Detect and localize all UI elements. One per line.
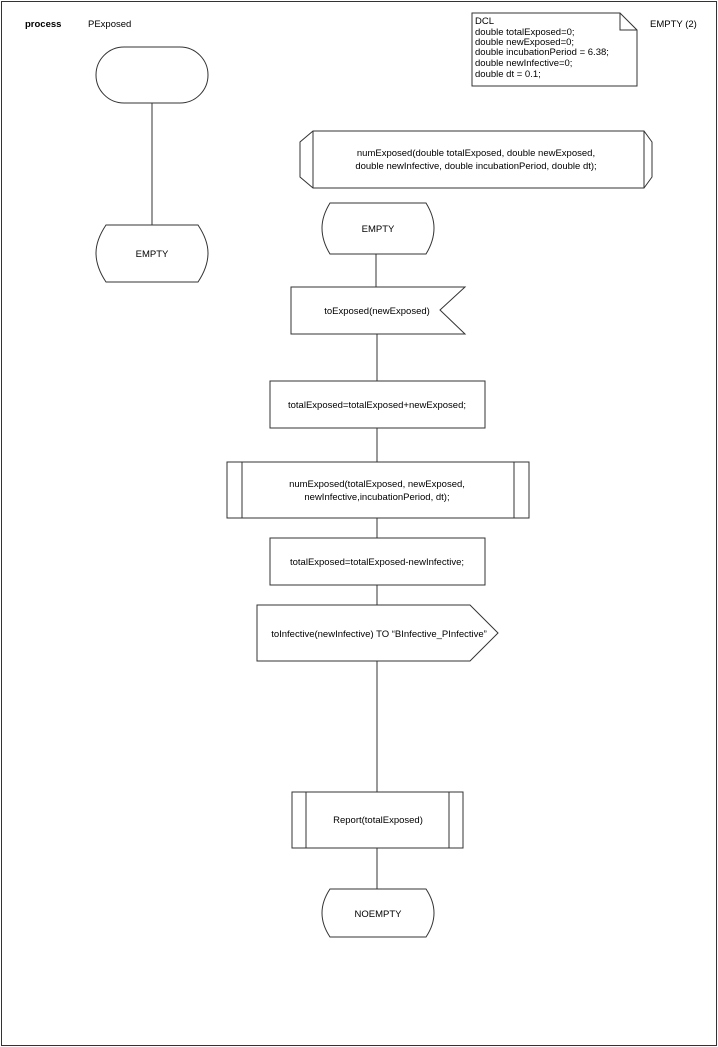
svg-text:double dt = 0.1;: double dt = 0.1;: [475, 69, 541, 80]
start-symbol[interactable]: [95, 46, 209, 104]
next-state-symbol[interactable]: NOEMPTY: [321, 888, 435, 938]
flow-lines: [375, 254, 378, 889]
process-keyword: process: [25, 19, 61, 30]
svg-text:double newExposed=0;: double newExposed=0;: [475, 37, 574, 48]
input-signal-symbol[interactable]: toExposed(newExposed): [290, 286, 467, 335]
svg-text:newInfective,incubationPeriod,: newInfective,incubationPeriod, dt);: [304, 492, 449, 503]
procedure-declaration[interactable]: numExposed(double totalExposed, double n…: [299, 130, 653, 189]
svg-text:totalExposed=totalExposed+newE: totalExposed=totalExposed+newExposed;: [288, 400, 466, 411]
svg-text:double newInfective, double in: double newInfective, double incubationPe…: [355, 161, 596, 172]
start-state-symbol[interactable]: EMPTY: [95, 224, 209, 283]
svg-text:double incubationPeriod = 6.38: double incubationPeriod = 6.38;: [475, 47, 609, 58]
svg-text:EMPTY: EMPTY: [136, 249, 169, 260]
svg-text:numExposed(double totalExposed: numExposed(double totalExposed, double n…: [357, 148, 595, 159]
svg-text:totalExposed=totalExposed-newI: totalExposed=totalExposed-newInfective;: [290, 557, 464, 568]
svg-text:EMPTY: EMPTY: [362, 224, 395, 235]
svg-text:DCL: DCL: [475, 16, 494, 27]
output-signal-symbol[interactable]: toInfective(newInfective) TO “BInfective…: [256, 604, 499, 662]
process-name: PExposed: [88, 19, 131, 30]
page-label: EMPTY (2): [650, 19, 697, 30]
svg-text:NOEMPTY: NOEMPTY: [355, 909, 403, 920]
task-symbol-add[interactable]: totalExposed=totalExposed+newExposed;: [269, 380, 486, 429]
svg-text:double newInfective=0;: double newInfective=0;: [475, 58, 572, 69]
state-empty-symbol[interactable]: EMPTY: [321, 202, 435, 255]
svg-text:toInfective(newInfective) TO “: toInfective(newInfective) TO “BInfective…: [271, 629, 487, 640]
task-symbol-subtract[interactable]: totalExposed=totalExposed-newInfective;: [269, 537, 486, 586]
svg-text:double totalExposed=0;: double totalExposed=0;: [475, 27, 575, 38]
svg-text:toExposed(newExposed): toExposed(newExposed): [324, 306, 430, 317]
dcl-text-symbol[interactable]: DCL double totalExposed=0; double newExp…: [471, 12, 638, 87]
svg-text:numExposed(totalExposed, newEx: numExposed(totalExposed, newExposed,: [289, 479, 465, 490]
report-procedure-call[interactable]: Report(totalExposed): [291, 791, 464, 849]
svg-text:Report(totalExposed): Report(totalExposed): [333, 815, 423, 826]
procedure-call-symbol[interactable]: numExposed(totalExposed, newExposed, new…: [226, 461, 530, 519]
